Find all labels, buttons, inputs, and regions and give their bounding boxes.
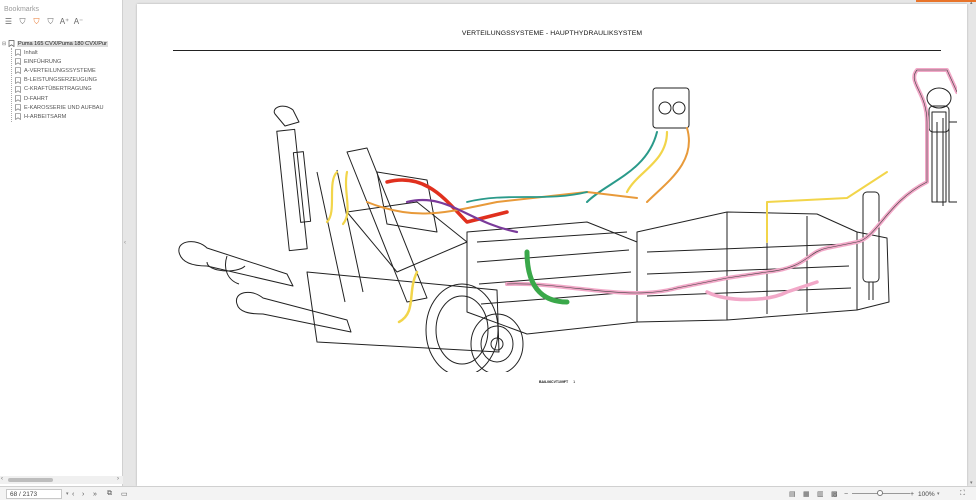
zoom-level[interactable]: 100% [918,490,935,498]
collapse-icon[interactable]: ⊟ [2,40,7,47]
scrollbar-thumb[interactable] [8,478,53,482]
bookmark-icon [15,104,21,112]
fullscreen-icon[interactable]: ⛶ [960,490,965,497]
bookmark-item-karosserie[interactable]: E-KAROSSERIE UND AUFBAU [12,103,123,112]
sidebar-horizontal-scrollbar[interactable]: ‹ › [0,476,123,484]
collapse-panel-icon[interactable]: ‹ [124,240,126,246]
bookmark-item-inhalt[interactable]: Inhalt [12,48,123,57]
zoom-slider-handle[interactable] [877,490,883,496]
scroll-down-icon[interactable]: ▾ [970,480,973,486]
bookmark-item-leistungserzeugung[interactable]: B-LEISTUNGSERZEUGUNG [12,76,123,85]
bookmark-item-label: A-VERTEILUNGSSYSTEME [24,67,96,74]
bookmark-root-label: Puma 165 CVX/Puma 180 CVX/Pur [17,40,108,47]
status-bar: 68 / 2173 ▾ ‹ › » ⧉ ▭ ▤ ▦ ▥ ▩ − + 100% ▾… [0,486,976,500]
two-page-icon[interactable]: ▭ [121,491,128,498]
bookmark-children: Inhalt EINFÜHRUNG A-VERTEILUNGSSYSTEME B… [11,48,123,122]
bookmark-icon [15,58,21,66]
zoom-out-icon[interactable]: − [844,490,849,498]
bookmark-item-label: EINFÜHRUNG [24,58,62,65]
window-accent-bar [916,0,976,2]
document-page: VERTEILUNGSSYSTEME - HAUPTHYDRAULIKSYSTE… [137,4,967,486]
bookmark-root[interactable]: ⊟ Puma 165 CVX/Puma 180 CVX/Pur [2,39,123,48]
bookmark-icon [15,95,21,103]
bookmark-item-label: C-KRAFTÜBERTRAGUNG [24,86,92,93]
bookmark-icon [15,49,21,57]
last-page-icon[interactable]: » [93,490,97,498]
page-number-input[interactable]: 68 / 2173 [6,489,62,499]
figure-number: 1 [573,379,576,384]
bookmark-outline-icon[interactable]: ⛉ [47,17,54,26]
bookmark-icon [15,67,21,75]
bookmark-icon [8,40,15,47]
bookmark-item-verteilungssysteme[interactable]: A-VERTEILUNGSSYSTEME [12,66,123,75]
bookmarks-panel: Bookmarks ☰ ⛉ ⛉ ⛉ A⁺ A⁻ ⊟ Puma 165 CVX/P… [0,0,123,486]
page-title: VERTEILUNGSSYSTEME - HAUPTHYDRAULIKSYSTE… [461,30,643,37]
previous-page-icon[interactable]: ‹ [72,490,75,498]
next-page-icon[interactable]: › [82,490,85,498]
scroll-right-icon[interactable]: › [117,476,119,482]
bookmark-item-fahrt[interactable]: D-FAHRT [12,94,123,103]
bookmark-icon [15,86,21,93]
zoom-in-icon[interactable]: + [910,490,915,498]
figure-code: BAIL06CVT109FT [539,380,569,384]
continuous-view-icon[interactable]: ▦ [803,491,810,498]
bookmark-item-label: Inhalt [24,49,38,56]
bookmark-icon [15,76,21,84]
font-decrease-icon[interactable]: A⁻ [73,17,84,26]
scroll-up-icon[interactable]: ▴ [970,0,973,6]
bookmark-item-label: H-ARBEITSARM [24,113,67,120]
document-viewer[interactable]: VERTEILUNGSSYSTEME - HAUPTHYDRAULIKSYSTE… [131,0,976,486]
bookmarks-toolbar: ☰ ⛉ ⛉ ⛉ A⁺ A⁻ [4,17,83,26]
bookmark-item-einfuehrung[interactable]: EINFÜHRUNG [12,57,123,66]
page-dropdown-icon[interactable]: ▾ [66,491,69,497]
zoom-dropdown-icon[interactable]: ▾ [937,491,940,497]
scroll-left-icon[interactable]: ‹ [1,476,3,482]
single-page-view-icon[interactable]: ▤ [789,491,796,498]
panel-splitter[interactable] [123,0,131,486]
bookmark-item-label: D-FAHRT [24,95,49,102]
list-icon[interactable]: ☰ [4,17,13,26]
bookmark-icon[interactable]: ⛉ [19,17,26,26]
bookmark-icon [15,113,21,121]
hydraulic-system-diagram [178,68,957,372]
document-vertical-scrollbar[interactable]: ▴ ▾ [970,0,976,486]
thumbnail-view-icon[interactable]: ▩ [831,491,838,498]
bookmarks-title: Bookmarks [4,6,40,13]
facing-view-icon[interactable]: ▥ [817,491,824,498]
title-divider [173,50,941,51]
fit-page-icon[interactable]: ⧉ [107,490,112,497]
bookmark-item-kraftuebertragung[interactable]: C-KRAFTÜBERTRAGUNG [12,85,123,94]
bookmark-active-icon[interactable]: ⛉ [33,17,40,26]
font-increase-icon[interactable]: A⁺ [59,17,70,26]
bookmark-item-arbeitsarm[interactable]: H-ARBEITSARM [12,112,123,121]
bookmark-tree: ⊟ Puma 165 CVX/Puma 180 CVX/Pur Inhalt E… [2,39,123,122]
bookmark-item-label: B-LEISTUNGSERZEUGUNG [24,77,98,84]
bookmark-item-label: E-KAROSSERIE UND AUFBAU [24,104,104,111]
